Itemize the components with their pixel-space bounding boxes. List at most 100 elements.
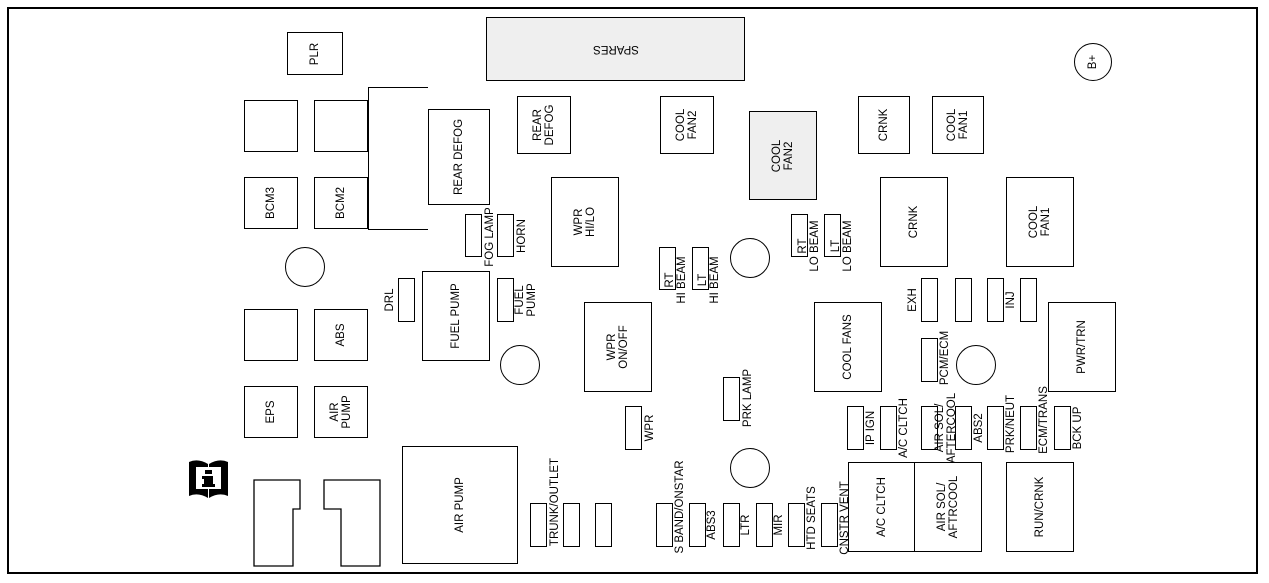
mir-label: MIR: [773, 514, 785, 536]
crnk-small-label: CRNK: [878, 108, 890, 142]
ip-ign-label: IP IGN: [865, 410, 877, 446]
lt-lo-beam-label: LT LO BEAM: [830, 220, 854, 272]
connector-left: [253, 479, 301, 567]
cool-fans-label: COOL FANS: [842, 314, 854, 380]
wpr-hilo-relay: WPR HI/LO: [551, 177, 619, 267]
air-pump-relay: AIR PUMP: [402, 446, 518, 564]
abs-relay: ABS: [314, 309, 368, 361]
ac-clutch-relay: A/C CLTCH: [848, 462, 916, 552]
wpr-hilo-label: WPR HI/LO: [573, 206, 597, 238]
rt-lo-beam-label: RT LO BEAM: [797, 220, 821, 272]
cool-fan2-small-label: COOL FAN2: [675, 108, 699, 142]
eps-relay: EPS: [244, 386, 298, 438]
air-pump-small-label: AIR PUMP: [329, 395, 353, 429]
bck-up-label: BCK UP: [1072, 406, 1084, 450]
exh-label: EXH: [907, 288, 919, 312]
bcm2-relay: BCM2: [314, 177, 368, 229]
info-book-icon: [186, 458, 231, 502]
ip-ign-fuse: [847, 406, 864, 450]
rear-defog-fuse: REAR DEFOG: [517, 96, 571, 154]
bcm2-label: BCM2: [335, 187, 347, 219]
relay-blank-1: [244, 100, 298, 152]
spare-fuse-bottom: [595, 503, 612, 547]
fuel-pump-relay: FUEL PUMP: [422, 271, 490, 361]
fog-lamp-fuse: [465, 214, 482, 257]
air-pump-small-relay: AIR PUMP: [314, 386, 368, 438]
ltr-label: LTR: [740, 514, 752, 536]
rt-lo-beam-fuse: [791, 214, 808, 257]
htd-seats-fuse: [788, 503, 805, 547]
s-band-onstar-fuse: [656, 503, 673, 547]
crnk-big-label: CRNK: [908, 205, 920, 239]
pwr-trn-relay: PWR/TRN: [1048, 302, 1116, 392]
trunk-outlet-fuse: [530, 503, 547, 547]
stud-circle-right: [956, 345, 996, 385]
rt-hi-beam-fuse: [659, 247, 676, 290]
ecm-trans-label: ECM/TRANS: [1038, 386, 1050, 454]
inj-label: INJ: [1005, 291, 1017, 309]
bcm3-label: BCM3: [265, 187, 277, 219]
ac-clutch-big-label: A/C CLTCH: [876, 477, 888, 537]
cool-fan2-big-label: COOL FAN2: [771, 139, 795, 172]
spare-fuse-exh: [955, 278, 972, 322]
b-plus-terminal: B+: [1074, 43, 1112, 81]
htd-seats-label: HTD SEATS: [806, 486, 818, 550]
prk-lamp-fuse: [723, 377, 740, 421]
connector-right: [323, 479, 381, 567]
relay-blank-2: [314, 100, 368, 152]
prk-lamp-label: PRK LAMP: [742, 368, 754, 428]
crnk-relay: CRNK: [880, 177, 948, 267]
spare-fuse-inj: [1020, 278, 1037, 322]
lt-lo-beam-fuse: [824, 214, 841, 257]
abs2-label: ABS2: [973, 413, 985, 443]
rear-defog-big-label: REAR DEFOG: [453, 118, 465, 196]
air-sol-relay: AIR SOL/ AFTRCOOL: [914, 462, 982, 552]
stud-circle-left: [285, 247, 325, 287]
wpr-small-label: WPR: [644, 414, 656, 442]
ac-clutch-small-label: A/C CLTCH: [898, 398, 910, 458]
rear-defog-small-label: REAR DEFOG: [532, 104, 556, 146]
stud-circle-center: [730, 238, 770, 278]
rt-hi-beam-label: RT HI BEAM: [664, 256, 688, 304]
abs3-label: ABS3: [706, 510, 718, 540]
fuse-block-outline: [7, 7, 1258, 574]
prk-neut-fuse: [987, 406, 1004, 450]
drl-fuse: [398, 278, 415, 322]
inj-fuse: [987, 278, 1004, 322]
horn-fuse: [497, 214, 514, 257]
wpr-onoff-relay: WPR ON/OFF: [584, 302, 652, 392]
rear-defog-relay: REAR DEFOG: [428, 109, 490, 205]
fog-lamp-label: FOG LAMP: [484, 207, 496, 267]
lt-hi-beam-fuse: [692, 247, 709, 290]
mir-fuse: [756, 503, 773, 547]
stud-circle-mid-left: [500, 345, 540, 385]
rear-defog-bracket: [368, 87, 428, 230]
spares-block: SPARES: [486, 17, 745, 81]
pcm-ecm-label: PCM/ECM: [939, 330, 951, 386]
cool-fan1-small-label: COOL FAN1: [946, 108, 970, 142]
crnk-fuse: CRNK: [858, 96, 910, 154]
pwr-trn-label: PWR/TRN: [1076, 320, 1088, 374]
plr-relay: PLR: [287, 32, 343, 75]
stud-circle-bottom: [730, 448, 770, 488]
bcm3-relay: BCM3: [244, 177, 298, 229]
wpr-fuse: [625, 406, 642, 450]
s-band-onstar-label: S BAND/ONSTAR: [674, 460, 686, 554]
abs-label: ABS: [335, 323, 347, 347]
fuel-pump-big-label: FUEL PUMP: [450, 283, 462, 349]
air-pump-big-label: AIR PUMP: [454, 477, 466, 533]
abs2-fuse: [955, 406, 972, 450]
exh-fuse: [921, 278, 938, 322]
air-sol-fuse: [921, 406, 938, 450]
pcm-ecm-fuse: [921, 338, 938, 382]
air-sol-big-label: AIR SOL/ AFTRCOOL: [936, 475, 960, 539]
cool-fan1-relay: COOL FAN1: [1006, 177, 1074, 267]
cnstr-vent-fuse: [821, 503, 838, 547]
fuel-pump-small-label: FUEL PUMP: [514, 283, 538, 317]
cool-fan1-fuse: COOL FAN1: [932, 96, 984, 154]
drl-label: DRL: [384, 288, 396, 312]
trunk-outlet-label: TRUNK/OUTLET: [549, 457, 561, 547]
plr-label: PLR: [309, 42, 321, 65]
horn-label: HORN: [516, 219, 528, 253]
ac-clutch-fuse: [880, 406, 897, 450]
